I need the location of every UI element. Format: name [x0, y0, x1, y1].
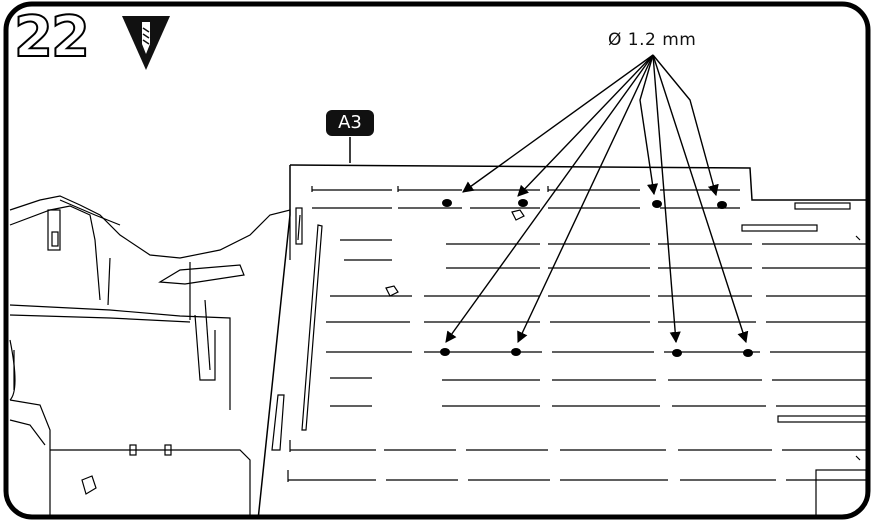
drill-bit-icon	[122, 16, 170, 70]
plate-a3	[257, 164, 866, 515]
left-assembly-structure	[9, 195, 291, 515]
part-label-a3: A3	[326, 110, 374, 136]
hole-diameter-label: Ø 1.2 mm	[608, 30, 697, 50]
step-number: 22	[13, 5, 91, 70]
frame-border	[3, 1, 871, 520]
drill-holes	[440, 199, 753, 357]
hole-callout-arrows	[445, 54, 749, 344]
plate-slots	[287, 186, 866, 515]
